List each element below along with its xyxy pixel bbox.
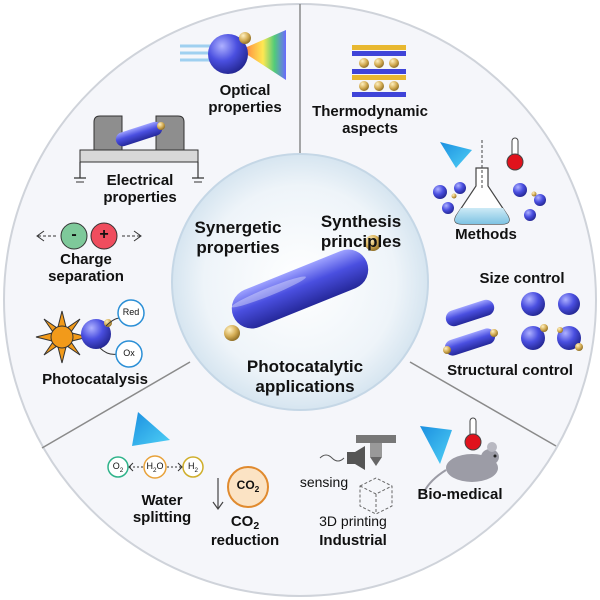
- h2o-label: H2O: [146, 461, 164, 474]
- bio-light-cone-icon: [420, 426, 452, 464]
- ox-species-label: Ox: [123, 348, 135, 358]
- divider-left: [41, 361, 191, 449]
- thermometer-icon: [506, 137, 524, 171]
- electrical-gold-tip: [157, 122, 165, 130]
- rod-gold-tip-right: [365, 235, 381, 251]
- mouse-icon: [423, 442, 499, 493]
- o2-label: O2: [112, 461, 124, 474]
- charge-minus-icon: [60, 222, 88, 250]
- sensing-label: sensing: [299, 474, 349, 490]
- synergetic-properties-label: Synergetic properties: [194, 218, 282, 257]
- charge-separation-label: Charge separation: [48, 251, 124, 286]
- 3d-printer-icon: [356, 435, 396, 515]
- methods-particles-icon: [433, 182, 546, 221]
- industrial-label: Industrial: [319, 532, 387, 549]
- flask-icon: [454, 140, 510, 225]
- photocatalysis-label: Photocatalysis: [42, 371, 148, 388]
- optical-properties-label: Optical properties: [208, 82, 282, 117]
- size-control-rods-icon: [444, 299, 496, 356]
- charge-arrows-icon: [36, 230, 142, 242]
- central-rod-icon: [231, 249, 369, 329]
- charge-minus-sign: -: [71, 226, 77, 243]
- optical-ball-icon: [208, 34, 248, 74]
- layered-structure-icon: [352, 45, 406, 97]
- synthesis-principles-label: Synthesis principles: [320, 212, 402, 251]
- co2-circle-icon: [227, 466, 269, 508]
- red-species-label: Red: [122, 307, 140, 317]
- methods-label: Methods: [455, 226, 517, 243]
- rod-gold-tip-left: [224, 325, 240, 341]
- charge-plus-icon: [90, 222, 118, 250]
- photocatalytic-applications-label: Photocatalytic applications: [246, 357, 364, 396]
- optical-gold-tip: [239, 32, 251, 44]
- red-species-icon: [117, 299, 145, 327]
- rainbow-beam-icon: [180, 30, 286, 80]
- electrical-properties-label: Electrical properties: [103, 172, 177, 207]
- bio-thermometer-icon: [464, 417, 482, 451]
- structural-control-label: Structural control: [447, 362, 573, 379]
- divider-right: [409, 361, 557, 447]
- co2-arrow-head-icon: [212, 501, 224, 511]
- speaker-icon: [319, 446, 365, 470]
- co2-reduction-label: CO2 reduction: [210, 513, 280, 550]
- h2-label: H2: [187, 461, 198, 474]
- size-rod-tip-1: [443, 346, 451, 354]
- photocatalysis-ball-icon: [81, 319, 111, 349]
- bio-medical-label: Bio-medical: [417, 486, 503, 503]
- photocatalysis-gold-tip: [104, 319, 112, 327]
- water-splitting-chain-icon: [107, 455, 204, 479]
- co2-badge-label: CO2: [236, 478, 260, 494]
- size-control-label: Size control: [479, 270, 565, 287]
- size-rod-tip-2: [490, 329, 498, 337]
- electrical-rod-icon: [115, 121, 163, 147]
- light-cone-icon: [440, 142, 472, 168]
- water-light-cone-icon: [132, 412, 170, 446]
- ox-species-icon: [115, 340, 143, 368]
- sun-icon: [35, 310, 89, 364]
- thermodynamic-aspects-label: Thermodynamic aspects: [312, 103, 428, 138]
- water-splitting-label: Water splitting: [132, 492, 192, 527]
- 3d-printing-label: 3D printing: [319, 513, 387, 529]
- size-control-spheres-icon: [521, 292, 583, 351]
- charge-plus-sign: +: [99, 226, 109, 243]
